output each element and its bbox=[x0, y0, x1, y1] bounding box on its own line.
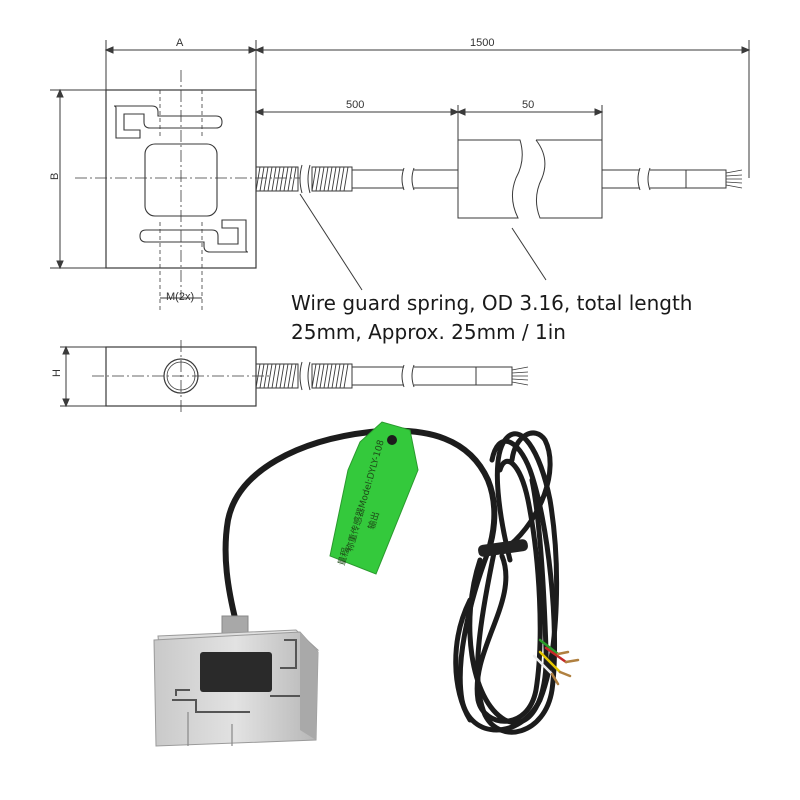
dim-1500-label: 1500 bbox=[470, 37, 494, 49]
top-view bbox=[50, 40, 751, 310]
dim-h-label: H bbox=[51, 369, 63, 377]
dim-a-label: A bbox=[176, 37, 184, 49]
model-tag: 称重传感器Model:DYLY-108 输出 量程 bbox=[329, 421, 419, 575]
thread-label: M(2x) bbox=[166, 291, 194, 303]
cable-break-box bbox=[457, 139, 603, 219]
wire-ends bbox=[532, 638, 580, 686]
dim-b-label: B bbox=[49, 173, 61, 180]
dim-50-label: 50 bbox=[522, 99, 534, 111]
product-photo: 称重传感器Model:DYLY-108 输出 量程 bbox=[153, 421, 580, 747]
wire-guard-spring bbox=[255, 164, 353, 194]
side-view bbox=[60, 340, 529, 412]
caption-line-1: Wire guard spring, OD 3.16, total length bbox=[291, 291, 693, 315]
metal-window bbox=[200, 652, 272, 692]
sensor-cable bbox=[222, 427, 498, 625]
coiled-cable bbox=[453, 430, 560, 735]
s-slot-upper bbox=[113, 105, 223, 139]
center-window bbox=[144, 143, 218, 217]
spring-description: Wire guard spring, OD 3.16, total length… bbox=[291, 289, 771, 347]
tag-range-text: 量程 bbox=[336, 546, 352, 566]
s-slot-lower bbox=[139, 219, 249, 253]
caption-line-2: 25mm, Approx. 25mm / 1in bbox=[291, 320, 566, 344]
dim-500-label: 500 bbox=[346, 99, 364, 111]
thread-hole bbox=[163, 358, 199, 394]
